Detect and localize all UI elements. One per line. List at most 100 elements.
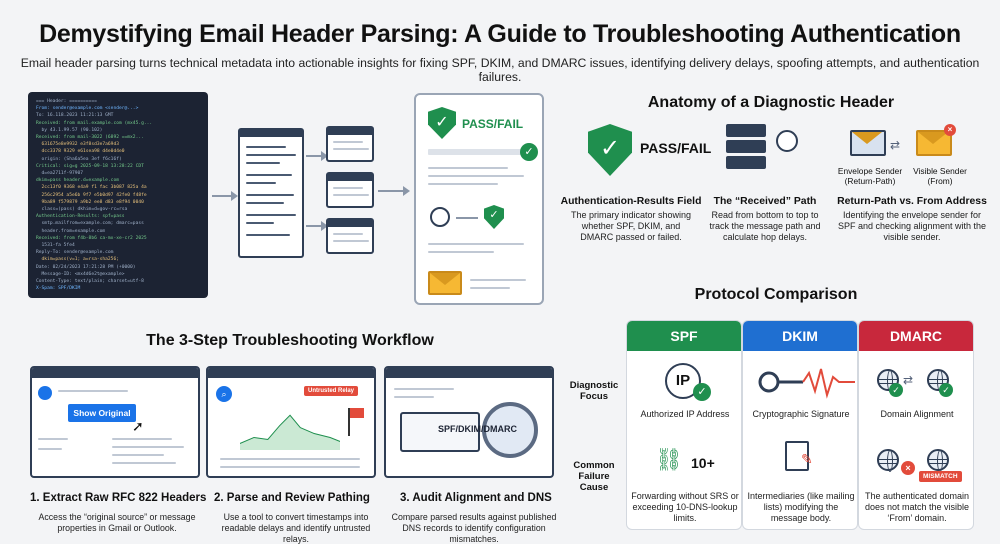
shield-check-icon — [484, 205, 504, 229]
avatar — [38, 386, 52, 400]
code-line: Critical: sig=g 2025-09-18 13:28:22 CDT — [36, 163, 144, 169]
error-x-icon: × — [944, 124, 956, 136]
arrow-right-icon — [378, 186, 410, 196]
check-circle-icon: ✓ — [889, 383, 903, 397]
anatomy-card-text: Read from bottom to top to track the mes… — [709, 210, 821, 242]
protocol-failure: Forwarding without SRS or exceeding 10-D… — [631, 491, 739, 523]
protocol-card-spf: SPF IP ✓ Authorized IP Address ⛓ 10+ For… — [626, 320, 742, 530]
ten-plus-label: 10+ — [691, 455, 715, 471]
parsed-block-window — [326, 126, 374, 162]
page-subtitle: Email header parsing turns technical met… — [20, 56, 980, 84]
code-line: Authentication-Results: spf=pass — [36, 214, 125, 220]
code-line: Date: 02/24/2023 17:21:28 PM (+0000) — [36, 264, 136, 270]
show-original-button[interactable]: Show Original — [68, 404, 136, 422]
clock-icon — [776, 130, 798, 152]
protocol-focus: Domain Alignment — [880, 409, 954, 419]
checkmark-icon: ✓ — [599, 135, 621, 162]
pass-fail-label: PASS/FAIL — [640, 140, 712, 156]
untrusted-relay-badge: Untrusted Relay — [304, 386, 359, 396]
server-icon — [726, 140, 766, 153]
anatomy-card-text: Identifying the envelope sender for SPF … — [837, 210, 987, 242]
checkmark-icon: ✓ — [435, 114, 449, 131]
code-line: From: sender@example.com <sender@...> — [36, 106, 139, 112]
parsed-block-window — [326, 218, 374, 254]
code-line: dkim=pass header.d=example.com — [36, 178, 119, 184]
code-line: class=(pass) dkhim=d=gov-rc=rsa — [36, 207, 128, 213]
protocol-focus: Cryptographic Signature — [752, 409, 850, 419]
globe-icon — [927, 449, 949, 472]
protocol-card-dmarc: DMARC ⇄ ✓ ✓ Domain Alignment × MISMATCH … — [858, 320, 974, 530]
step-text: Use a tool to convert timestamps into re… — [221, 512, 371, 544]
document-icon — [785, 441, 809, 471]
code-line: Content-Type: text/plain; charset=utf-8 — [36, 279, 144, 285]
step-text: Compare parsed results against published… — [391, 512, 557, 544]
flag-icon — [348, 408, 350, 436]
code-line: dkim=pass(v=1; a=rsa-sha256; — [36, 257, 119, 263]
server-icon — [726, 156, 766, 169]
anatomy-card-title: Return-Path vs. From Address — [837, 196, 987, 207]
protocol-card-dkim: DKIM Cryptographic Signature ✎ Intermedi… — [742, 320, 858, 530]
protocol-failure: The authenticated domain does not match … — [864, 491, 970, 523]
search-icon: ⌕ — [216, 386, 232, 402]
code-line: 2cc13f0 9368 e4a9 f1 fac 3b087 825a 4a — [36, 185, 147, 191]
row-label-focus: Diagnostic Focus — [569, 380, 619, 402]
clock-icon — [430, 207, 450, 227]
protocol-name: SPF — [627, 321, 741, 351]
protocol-name: DKIM — [743, 321, 857, 351]
step-screenshot-audit: SPF/DKIM/DMARC — [384, 366, 554, 478]
anatomy-card-title: The “Received” Path — [713, 196, 817, 207]
step-title: 1. Extract Raw RFC 822 Headers — [30, 492, 207, 504]
code-line: origin: (Sha6a5ea 3ef f6c16f) — [36, 156, 122, 162]
parsed-block-window — [326, 172, 374, 208]
step-screenshot-parse: ⌕ Untrusted Relay — [206, 366, 376, 478]
pass-fail-label: PASS/FAIL — [462, 117, 524, 131]
workflow-heading: The 3-Step Troubleshooting Workflow — [146, 332, 434, 349]
swap-arrows-icon: ⇄ — [890, 138, 901, 152]
error-x-icon: × — [901, 461, 915, 475]
parser-window — [238, 128, 304, 258]
code-line: X-Spam: SPF/DKIM — [36, 286, 81, 292]
check-circle-icon: ✓ — [939, 383, 953, 397]
raw-header-code-panel: === Header: ==========From: sender@examp… — [28, 92, 208, 298]
globe-icon — [877, 449, 899, 472]
report-document: ✓ PASS/FAIL ✓ ✓ — [414, 93, 544, 305]
key-signature-icon — [758, 368, 855, 399]
page-title: Demystifying Email Header Parsing: A Gui… — [39, 20, 961, 48]
server-icon — [726, 124, 766, 137]
code-line: Received: from mail.example.com (mx45.g.… — [36, 120, 153, 126]
envelope-sender-label: Envelope Sender (Return-Path) — [837, 166, 903, 186]
ip-icon: IP — [665, 363, 701, 399]
code-line: Received: from mail-3022 (6892 ==mx2... — [36, 135, 144, 141]
visible-sender-label: Visible Sender (From) — [913, 166, 967, 186]
code-line: smtp.mailfrom=example.com; dmarc=pass — [36, 221, 144, 227]
anatomy-card-text: The primary indicator showing whether SP… — [570, 210, 692, 242]
protocols-heading: Protocol Comparison — [694, 286, 858, 303]
protocol-failure: Intermediaries (like mailing lists) modi… — [747, 491, 855, 523]
step-text: Access the “original source” or message … — [38, 512, 196, 533]
step-screenshot-extract: Show Original ➚ — [30, 366, 200, 478]
anatomy-card-title: Authentication-Results Field — [560, 196, 702, 207]
cursor-icon: ➚ — [132, 418, 144, 434]
row-label-failure: Common Failure Cause — [573, 460, 615, 493]
code-line: Received: from f4b-8b6 ca-mx-xe-cr2 2025 — [36, 235, 147, 241]
code-line: by 43.1.99.57 (90.102) — [36, 127, 103, 133]
protocol-focus: Authorized IP Address — [640, 409, 730, 419]
code-line: 256c2954 a5e6b 9f7 e5b0d97 42fe0 f48fe — [36, 192, 147, 198]
arrow-left-right-icon — [456, 217, 478, 219]
magnifier-icon — [482, 402, 538, 458]
code-line: 631675e8e9932 e3f8sd3e7a69d3 — [36, 142, 119, 148]
code-line: d=ea2711f-97907 — [36, 171, 84, 177]
code-line: Message-ID: <mx4d6e2t@example> — [36, 271, 125, 277]
arrow-right-icon — [212, 191, 238, 201]
code-line: header.from=example.com — [36, 228, 106, 234]
envelope-icon — [428, 271, 462, 295]
broken-link-icon: ⛓ — [655, 447, 683, 472]
envelope-icon — [850, 130, 886, 156]
checkmark-icon: ✓ — [489, 209, 499, 221]
anatomy-heading: Anatomy of a Diagnostic Header — [647, 94, 895, 111]
check-circle-icon: ✓ — [520, 143, 538, 161]
swap-arrows-icon: ⇄ — [903, 373, 914, 387]
pen-icon: ✎ — [801, 451, 813, 467]
code-line: 1531-fa 5fe4 — [36, 243, 75, 249]
delay-line-chart — [240, 414, 340, 450]
